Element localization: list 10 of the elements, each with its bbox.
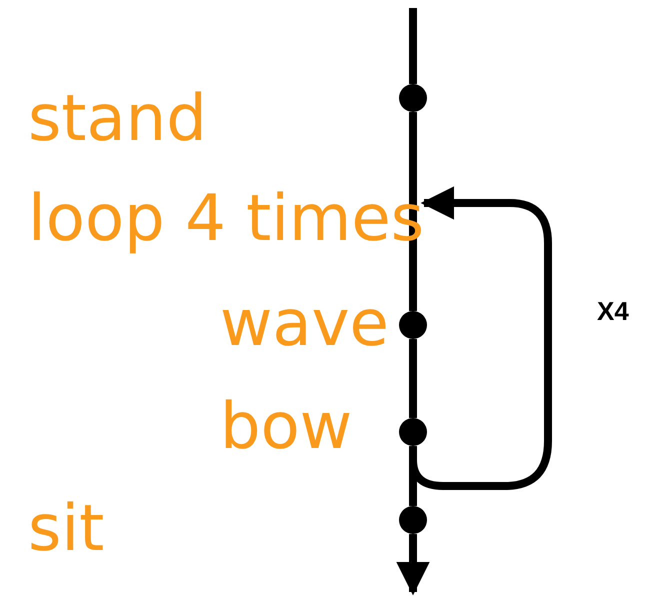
- step-dot: [399, 506, 427, 534]
- step-dot: [399, 418, 427, 446]
- step-dot: [399, 84, 427, 112]
- timeline-line: [409, 339, 417, 418]
- step-text: stand: [28, 83, 207, 155]
- timeline-line: [409, 8, 417, 84]
- step-dot: [399, 311, 427, 339]
- step-text: bow: [220, 391, 352, 463]
- step-text: wave: [220, 288, 389, 360]
- step-text: sit: [28, 493, 104, 565]
